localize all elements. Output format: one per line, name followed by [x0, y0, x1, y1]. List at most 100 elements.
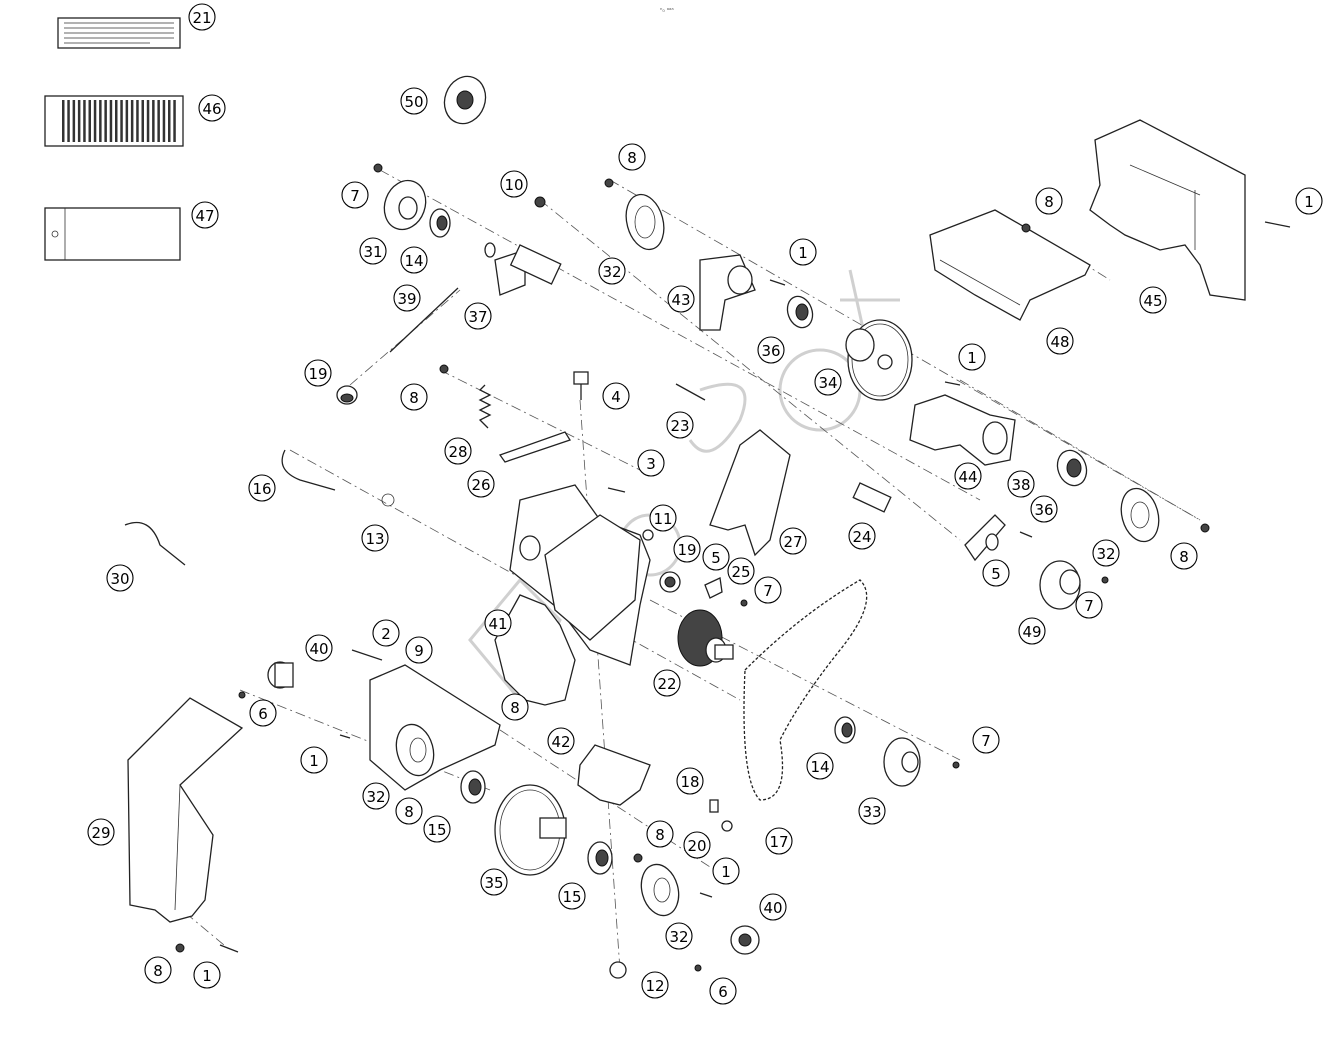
- callout-8: 8: [400, 383, 428, 411]
- callout-50: 50: [400, 87, 428, 115]
- callout-number: 21: [192, 9, 211, 27]
- callout-20: 20: [683, 831, 711, 859]
- callout-circle: [400, 383, 428, 411]
- callout-33: 33: [858, 797, 886, 825]
- callout-circle: [598, 257, 626, 285]
- callout-49: 49: [1018, 617, 1046, 645]
- callout-44: 44: [954, 462, 982, 490]
- callout-circle: [754, 576, 782, 604]
- callout-number: 28: [448, 443, 467, 461]
- part-arm-27: [709, 429, 791, 557]
- callout-11: 11: [649, 504, 677, 532]
- callout-number: 15: [562, 888, 581, 906]
- part-nut-8-g: [175, 943, 185, 953]
- callout-7: 7: [1075, 591, 1103, 619]
- callout-5: 5: [702, 543, 730, 571]
- callout-number: 7: [763, 582, 773, 600]
- callout-circle: [198, 94, 226, 122]
- callout-number: 45: [1143, 292, 1162, 310]
- callout-number: 8: [655, 826, 665, 844]
- callout-circle: [1035, 187, 1063, 215]
- callout-number: 43: [671, 291, 690, 309]
- callout-12: 12: [641, 971, 669, 999]
- callout-circle: [858, 797, 886, 825]
- part-main-frame: [509, 484, 651, 666]
- part-nut-8-f: [633, 853, 643, 863]
- callout-number: 14: [404, 252, 423, 270]
- callout-circle: [779, 527, 807, 555]
- callout-number: 32: [1096, 545, 1115, 563]
- callout-circle: [444, 437, 472, 465]
- part-clip-18: [709, 799, 719, 813]
- callout-number: 5: [711, 549, 721, 567]
- part-bracket-42: [577, 744, 651, 806]
- callout-43: 43: [667, 285, 695, 313]
- callout-number: 2: [381, 625, 391, 643]
- callout-number: 7: [1084, 597, 1094, 615]
- callout-number: 13: [365, 530, 384, 548]
- callout-5: 5: [982, 559, 1010, 587]
- callout-32: 32: [1092, 539, 1120, 567]
- callout-42: 42: [547, 727, 575, 755]
- callout-circle: [618, 143, 646, 171]
- callout-21: 21: [188, 3, 216, 31]
- part-clip-20: [721, 820, 733, 832]
- callout-47: 47: [191, 201, 219, 229]
- callout-circle: [683, 831, 711, 859]
- part-bolt-3: [607, 487, 626, 493]
- callout-number: 18: [680, 773, 699, 791]
- part-bearing-36-mid: [1056, 449, 1088, 487]
- part-bolt-1-e: [699, 892, 713, 898]
- callout-circle: [87, 818, 115, 846]
- callout-circle: [667, 285, 695, 313]
- callout-circle: [727, 557, 755, 585]
- callout-18: 18: [676, 767, 704, 795]
- callout-number: 44: [958, 468, 977, 486]
- callout-circle: [673, 535, 701, 563]
- callout-number: 5: [991, 565, 1001, 583]
- callout-38: 38: [1007, 470, 1035, 498]
- part-bearing-15-lower: [587, 841, 613, 875]
- callout-circle: [372, 619, 400, 647]
- callout-35: 35: [480, 868, 508, 896]
- callout-number: 20: [687, 837, 706, 855]
- callout-10: 10: [500, 170, 528, 198]
- callout-9: 9: [405, 636, 433, 664]
- callout-circle: [393, 284, 421, 312]
- part-nut-12: [609, 961, 627, 979]
- part-nut-10: [534, 196, 546, 208]
- part-gasket-32-top: [625, 193, 665, 251]
- callout-number: 12: [645, 977, 664, 995]
- callout-8: 8: [646, 820, 674, 848]
- callout-circle: [300, 746, 328, 774]
- callout-28: 28: [444, 437, 472, 465]
- callout-13: 13: [361, 524, 389, 552]
- part-pin-23: [675, 383, 706, 401]
- callout-1: 1: [712, 857, 740, 885]
- callout-number: 4: [611, 388, 621, 406]
- callout-number: 23: [670, 417, 689, 435]
- part-screw-7-top: [373, 163, 383, 173]
- callout-number: 26: [471, 476, 490, 494]
- part-flange-50: [443, 75, 487, 125]
- callout-circle: [188, 3, 216, 31]
- callout-circle: [558, 882, 586, 910]
- part-knob-19-top: [336, 385, 358, 405]
- callout-number: 34: [818, 374, 837, 392]
- callout-number: 1: [721, 863, 731, 881]
- callout-number: 38: [1011, 476, 1030, 494]
- callout-15: 15: [558, 882, 586, 910]
- part-coupler-40-bottom: [730, 925, 760, 955]
- callout-circle: [1046, 327, 1074, 355]
- callout-number: 1: [798, 244, 808, 262]
- callout-circle: [191, 201, 219, 229]
- callout-circle: [765, 827, 793, 855]
- callout-circle: [341, 181, 369, 209]
- callout-8: 8: [501, 693, 529, 721]
- callout-number: 19: [677, 541, 696, 559]
- callout-number: 27: [783, 533, 802, 551]
- part-gasket-32-right: [1120, 487, 1160, 543]
- part-spacer-24: [852, 482, 892, 513]
- callout-circle: [304, 359, 332, 387]
